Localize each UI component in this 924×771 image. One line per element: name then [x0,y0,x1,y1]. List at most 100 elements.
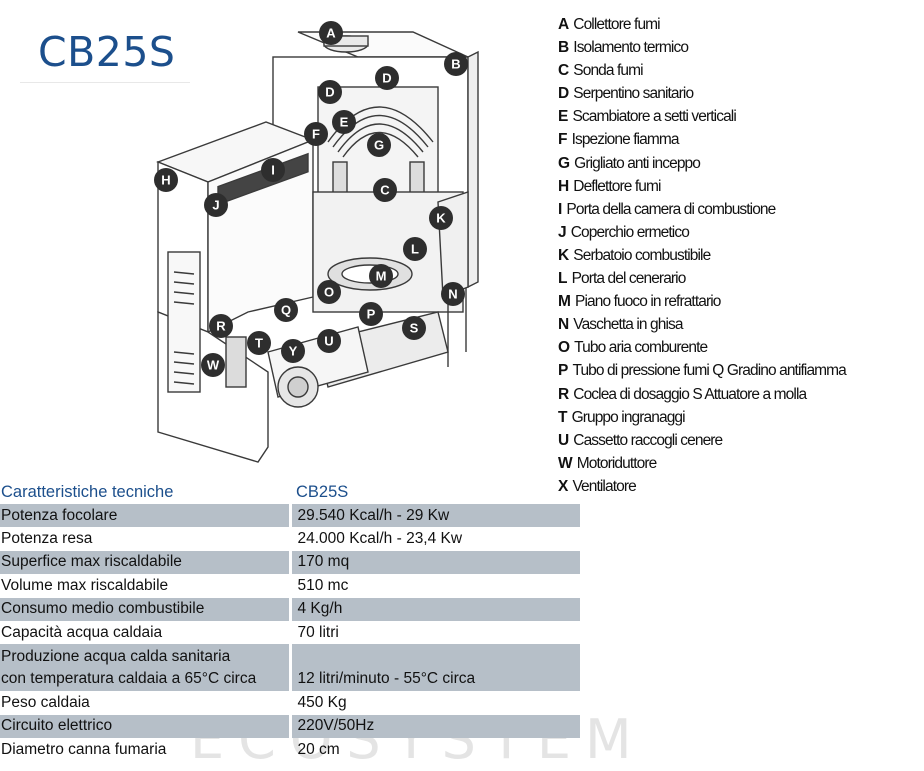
legend-letter: R [558,385,569,403]
legend-letter: K [558,246,569,264]
specs-value: 29.540 Kcal/h - 29 Kw [290,504,580,528]
boiler-diagram: A B D D E F G C H I J K L M N O P Q R S … [154,21,479,463]
legend-text: Isolamento termico [573,39,689,57]
specs-header-model: CB25S [296,482,349,501]
legend-letter: P [558,362,568,380]
specs-row: Capacità acqua caldaia 70 litri [0,620,580,645]
svg-text:Q: Q [281,303,291,318]
legend-text: Cassetto raccogli cenere [573,431,723,449]
specs-label: Peso caldaia [0,691,292,715]
legend-text: Tubo di pressione fumi Q Gradino antifia… [572,362,846,380]
svg-text:A: A [326,26,336,41]
specs-value: 70 litri [297,623,339,641]
legend-text: Porta del cenerario [571,270,687,288]
diagram-label-C: C [373,178,397,202]
legend-text: Serbatoio combustibile [573,246,711,264]
legend-letter: J [558,223,567,241]
specs-value: 20 cm [297,740,340,758]
svg-text:H: H [161,173,170,188]
legend-letter: E [558,108,568,126]
legend-text: Serpentino sanitario [573,85,694,103]
legend-text: Tubo aria comburente [574,339,708,357]
legend-text: Sonda fumi [573,62,643,80]
legend-letter: D [558,85,569,103]
legend-text: Deflettore fumi [573,177,661,195]
diagram-label-W: W [201,353,225,377]
specs-value: 12 litri/minuto - 55°C circa [290,644,580,692]
svg-text:J: J [212,198,219,213]
diagram-label-I: I [261,158,285,182]
legend-letter: C [558,62,569,80]
specs-value: 24.000 Kcal/h - 23,4 Kw [297,530,463,548]
legend-letter: I [558,200,562,218]
svg-text:N: N [448,287,457,302]
legend-text: Ventilatore [572,477,636,495]
legend-text: Ispezione fiamma [571,131,680,149]
svg-text:T: T [255,336,263,351]
specs-row: Potenza resa 24.000 Kcal/h - 23,4 Kw [0,527,580,551]
diagram-label-E: E [332,110,356,134]
diagram-label-O: O [317,280,341,304]
legend-text: Scambiatore a setti verticali [572,108,736,126]
legend-letter: B [558,39,569,57]
specs-label: Consumo medio combustibile [0,597,292,621]
diagram-label-B: B [444,52,468,76]
specs-value: 220V/50Hz [290,714,580,739]
svg-text:G: G [374,138,384,153]
specs-label: Capacità acqua caldaia [0,620,292,645]
specs-label: Potenza resa [0,527,292,551]
svg-text:F: F [312,127,320,142]
legend-letter: W [558,454,573,472]
page-title: CB25S [38,28,176,76]
diagram-label-P: P [359,302,383,326]
legend-letter: A [558,16,569,33]
legend-text: Vaschetta in ghisa [573,316,683,334]
diagram-label-Q: Q [274,298,298,322]
svg-text:L: L [411,242,419,257]
svg-text:Y: Y [289,344,298,359]
specs-label: Circuito elettrico [0,714,292,739]
legend-text: Collettore fumi [573,16,660,33]
legend-text: Coclea di dosaggio S Attuatore a molla [573,385,807,403]
boiler-side-panel [467,50,479,289]
diagram-label-G: G [367,133,391,157]
svg-text:P: P [367,307,376,322]
svg-text:D: D [382,71,391,86]
legend-text: Motoriduttore [576,454,658,472]
svg-text:D: D [325,85,334,100]
diagram-label-M: M [369,264,393,288]
legend-letter: G [558,154,570,172]
legend-letter: M [558,293,571,311]
svg-text:C: C [380,183,390,198]
legend-text: Porta della camera di combustione [566,200,776,218]
specs-label: Volume max riscaldabile [0,574,292,598]
diagram-label-L: L [403,237,427,261]
svg-text:R: R [216,319,226,334]
legend-text: Piano fuoco in refrattario [575,293,721,311]
diagram-label-J: J [204,193,228,217]
svg-text:K: K [436,211,446,226]
diagram-label-S: S [402,316,426,340]
legend-letter: L [558,270,567,288]
specs-label: Superfice max riscaldabile [0,550,292,575]
legend-letter: O [558,339,570,357]
svg-text:U: U [324,334,333,349]
specs-label-line2: con temperatura caldaia a 65°C circa [1,670,257,688]
